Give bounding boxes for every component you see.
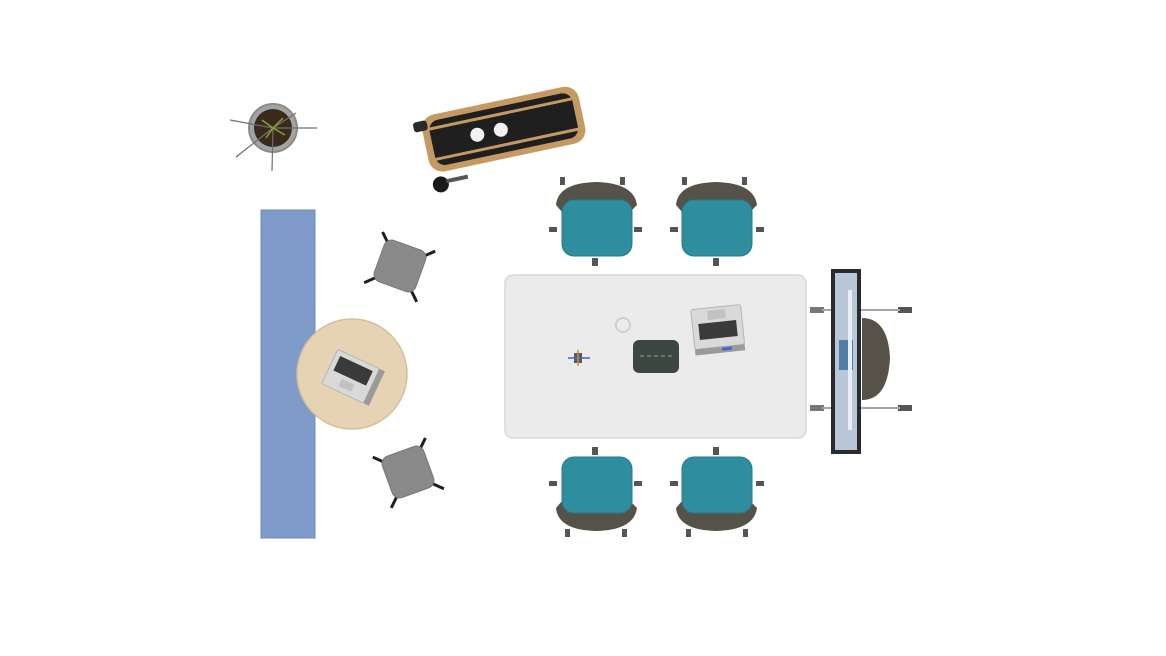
office-chair-icon [549,447,642,537]
laptop-icon [321,349,385,406]
treadmill-icon [413,86,586,193]
office-chair-icon [549,177,642,266]
laptop-icon [690,304,746,356]
cup [615,317,631,333]
round-side-table [296,318,408,430]
conference-table [504,274,807,439]
office-chair-icon [670,447,764,537]
pen-holder [568,350,590,366]
side-chair-bottom [372,437,445,509]
potted-plant-icon [229,103,317,172]
display-screen-icon [810,269,912,454]
side-chair-top [363,231,436,303]
office-chair-icon [670,177,764,266]
